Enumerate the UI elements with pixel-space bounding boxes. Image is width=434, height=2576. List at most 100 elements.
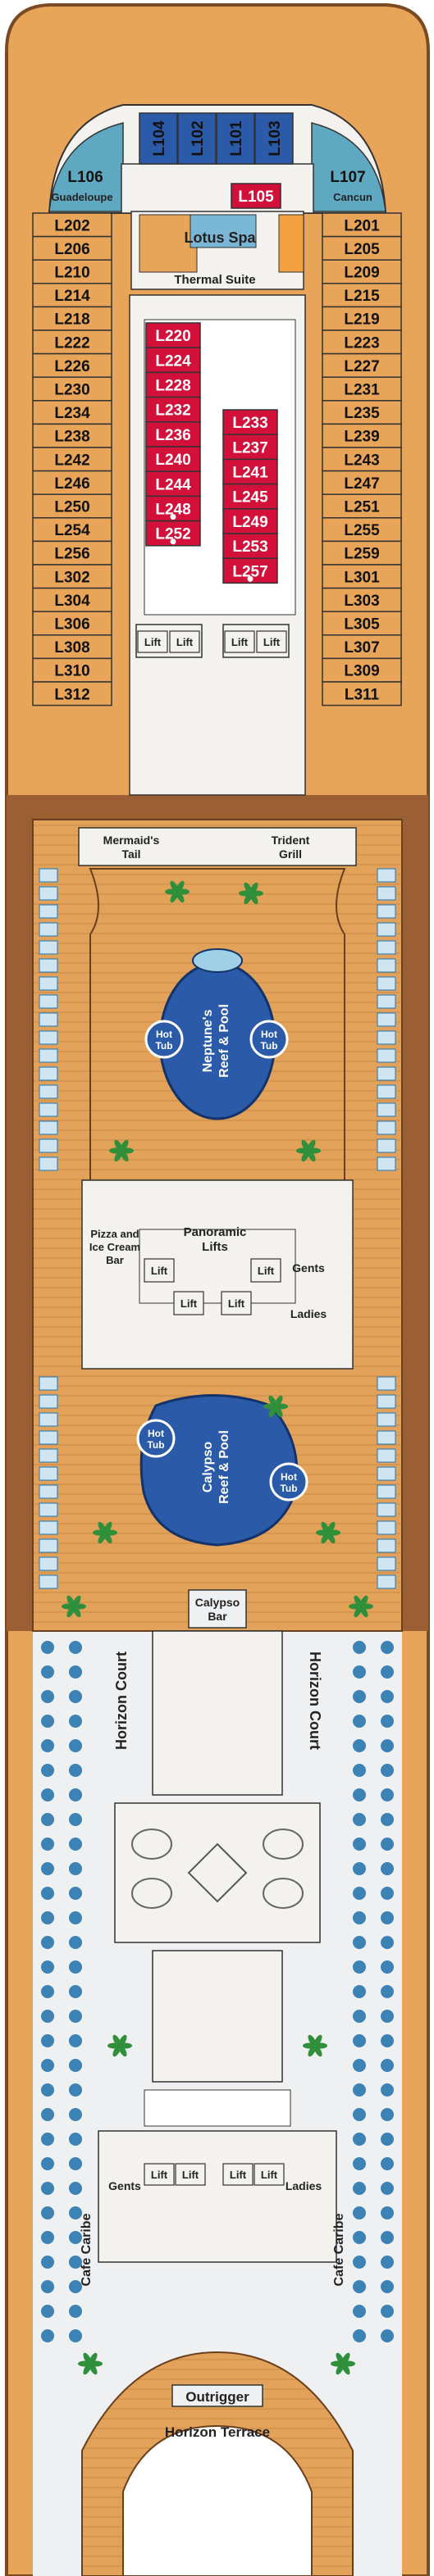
lift-box — [221, 1291, 252, 1315]
lift-box — [144, 2163, 175, 2186]
side-seating — [41, 1641, 394, 2342]
deck-chair — [377, 886, 396, 901]
deck-chair — [39, 940, 58, 955]
cabin-L308: L308 — [32, 634, 112, 660]
cabin-L223: L223 — [322, 329, 402, 355]
deck-chair — [377, 976, 396, 991]
table-seat — [381, 2010, 394, 2023]
trident-grill-label: Trident — [272, 834, 310, 847]
lift: Lift — [175, 2163, 206, 2186]
table-seat — [41, 1788, 54, 1801]
table-seat — [381, 1641, 394, 1654]
mermaids-tail-label-2: Tail — [121, 847, 140, 861]
cabin-L246: L246 — [32, 470, 112, 495]
cabin-L307: L307 — [322, 634, 402, 660]
table-seat — [41, 2256, 54, 2269]
deck-chair — [39, 958, 58, 973]
cabin-label: L243 — [344, 452, 379, 469]
deck-chair — [377, 1030, 396, 1045]
lift-label: Lift — [180, 1297, 198, 1310]
table-seat — [381, 2083, 394, 2097]
table-seat — [353, 1985, 366, 1998]
cabin-L231: L231 — [322, 376, 402, 402]
table-seat — [41, 2305, 54, 2318]
lift: Lift — [256, 630, 287, 653]
cabin-label: L226 — [54, 358, 89, 375]
table-seat — [41, 2010, 54, 2023]
cabin-label: L214 — [54, 288, 90, 305]
cabin-box — [322, 329, 402, 355]
cabin-label: L101 — [228, 120, 245, 157]
cabin-L239: L239 — [322, 423, 402, 448]
deck-chair — [377, 1574, 396, 1589]
deck-chair — [39, 994, 58, 1009]
cabin-label: L259 — [344, 546, 379, 563]
deck-chair — [377, 994, 396, 1009]
lift: Lift — [250, 1258, 281, 1283]
deck-chair — [39, 976, 58, 991]
thermal-suite-label: Thermal Suite — [174, 273, 255, 287]
lift-label: Lift — [230, 2169, 247, 2181]
deck-chair — [377, 1102, 396, 1117]
lift-label: Lift — [182, 2169, 199, 2181]
lift-box — [175, 2163, 206, 2186]
table-seat — [381, 2133, 394, 2146]
deck-chair — [377, 940, 396, 955]
cabin-L256: L256 — [32, 540, 112, 566]
table-seat — [69, 1813, 82, 1826]
cabin-box — [322, 400, 402, 425]
deck-chair — [39, 1502, 58, 1517]
table-seat — [353, 2305, 366, 2318]
cabin-label: L219 — [344, 311, 379, 329]
table-seat — [381, 1715, 394, 1728]
table-seat — [353, 1764, 366, 1777]
lift-box — [137, 630, 168, 653]
lift-label: Lift — [228, 1297, 245, 1310]
deck-chair — [39, 868, 58, 883]
cabin-label: L202 — [54, 217, 89, 234]
buffet-station — [131, 1829, 172, 1860]
deck-chair — [377, 1556, 396, 1571]
table-seat — [353, 1936, 366, 1949]
deck-chair — [39, 1394, 58, 1409]
pizza-bar-label-2: Ice Cream — [89, 1241, 140, 1253]
palm-tree-icon — [109, 1139, 134, 1162]
deck-chair — [377, 904, 396, 919]
lift-box — [173, 1291, 204, 1315]
cafe-caribe-left-label: Cafe Caribe — [80, 2213, 94, 2286]
palm-tree-icon — [107, 2034, 132, 2057]
trident-grill-label-2: Grill — [279, 847, 302, 861]
cabin-label: L210 — [54, 265, 89, 282]
lift: Lift — [254, 2163, 285, 2186]
cabin-box — [145, 396, 201, 423]
cabin-box — [222, 483, 278, 510]
cabin-box — [32, 517, 112, 543]
cabin-L201: L201 — [322, 212, 402, 238]
lift: Lift — [221, 1291, 252, 1315]
cabin-label: L247 — [344, 475, 379, 493]
table-seat — [353, 2108, 366, 2121]
table-seat — [353, 1813, 366, 1826]
table-seat — [69, 2206, 82, 2219]
table-seat — [381, 1838, 394, 1851]
deck-chair — [39, 1012, 58, 1027]
cabin-label: L234 — [54, 405, 90, 422]
cabin-box — [322, 447, 402, 472]
table-seat — [41, 2083, 54, 2097]
cabin-L101: L101 — [216, 112, 255, 165]
cabin-L242: L242 — [32, 447, 112, 472]
lift-box — [169, 630, 200, 653]
cabin-label: L249 — [232, 514, 267, 531]
deck-chair — [39, 886, 58, 901]
cabin-L250: L250 — [32, 493, 112, 519]
cabin-box — [322, 306, 402, 331]
cabin-L302: L302 — [32, 564, 112, 589]
table-seat — [381, 2034, 394, 2047]
cabin-label: L201 — [344, 217, 380, 234]
cabin-label: L209 — [344, 265, 379, 282]
table-seat — [69, 1838, 82, 1851]
deck-chair — [377, 1430, 396, 1445]
table-seat — [69, 2305, 82, 2318]
deck-chair — [39, 922, 58, 937]
table-seat — [41, 1665, 54, 1679]
